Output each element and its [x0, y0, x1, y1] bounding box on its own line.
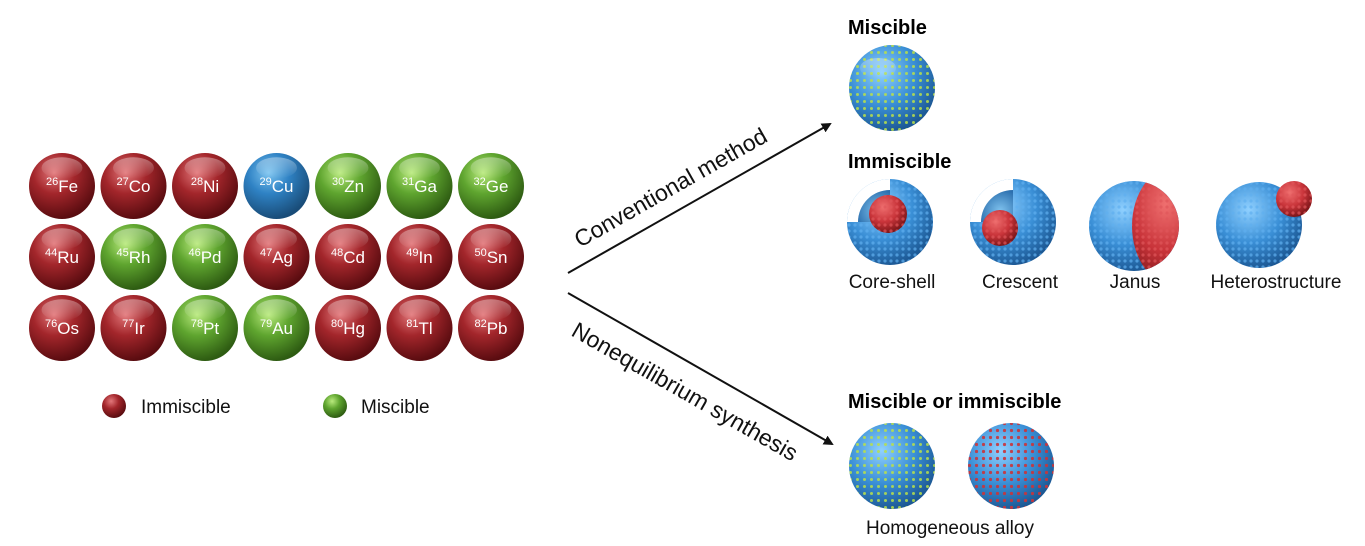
element-sphere-ir: 77Ir	[100, 295, 167, 361]
alloy-particle-immiscible	[968, 423, 1054, 509]
element-label-ga: 31Ga	[402, 176, 437, 196]
arrows: Conventional method Nonequilibrium synth…	[567, 122, 834, 466]
heading-miscible: Miscible	[848, 17, 927, 39]
element-sphere-zn: 30Zn	[315, 153, 381, 219]
legend-immiscible-swatch	[102, 394, 126, 418]
element-sphere-fe: 26Fe	[29, 153, 95, 219]
element-sphere-co: 27Co	[100, 153, 167, 219]
element-sphere-rh: 45Rh	[100, 224, 167, 290]
element-label-sn: 50Sn	[474, 247, 507, 267]
element-sphere-hg: 80Hg	[315, 295, 381, 361]
element-sphere-ge: 32Ge	[458, 153, 524, 219]
heading-immiscible: Immiscible	[848, 151, 951, 173]
caption-homogeneous-alloy: Homogeneous alloy	[866, 518, 1034, 539]
element-sphere-ni: 28Ni	[172, 153, 238, 219]
element-sphere-ga: 31Ga	[386, 153, 453, 219]
element-label-ru: 44Ru	[45, 247, 79, 267]
legend-miscible-swatch	[323, 394, 347, 418]
label-conventional-method: Conventional method	[570, 122, 772, 252]
caption-core-shell: Core-shell	[849, 272, 936, 293]
element-label-au: 79Au	[260, 318, 293, 338]
element-sphere-ru: 44Ru	[29, 224, 95, 290]
element-sphere-os: 76Os	[29, 295, 95, 361]
crescent-particle	[970, 179, 1056, 265]
element-label-hg: 80Hg	[331, 318, 365, 338]
legend-miscible-label: Miscible	[361, 397, 430, 418]
core-shell-particle	[847, 179, 933, 265]
caption-janus: Janus	[1110, 272, 1161, 293]
element-sphere-tl: 81Tl	[386, 295, 453, 361]
element-sphere-au: 79Au	[243, 295, 310, 361]
label-nonequilibrium-synthesis: Nonequilibrium synthesis	[568, 317, 803, 466]
element-label-pt: 78Pt	[191, 318, 220, 338]
element-label-pd: 46Pd	[188, 247, 221, 267]
element-label-ir: 77Ir	[122, 318, 145, 338]
element-sphere-pd: 46Pd	[172, 224, 238, 290]
arrow-conventional	[567, 123, 832, 274]
alloy-particle-miscible	[849, 423, 935, 509]
element-sphere-ag: 47Ag	[243, 224, 310, 290]
element-sphere-sn: 50Sn	[458, 224, 524, 290]
janus-particle	[1089, 181, 1179, 271]
element-label-rh: 45Rh	[117, 247, 151, 267]
element-label-co: 27Co	[117, 176, 151, 196]
element-sphere-cd: 48Cd	[315, 224, 381, 290]
element-label-in: 49In	[406, 247, 432, 267]
legend-immiscible-label: Immiscible	[141, 397, 231, 418]
element-label-zn: 30Zn	[332, 176, 364, 196]
heterostructure-particle	[1216, 181, 1312, 268]
element-sphere-in: 49In	[386, 224, 453, 290]
miscible-alloy-particle	[849, 45, 935, 131]
caption-heterostructure: Heterostructure	[1211, 272, 1342, 293]
legend: Immiscible Miscible	[102, 394, 430, 418]
element-grid: 26Fe 27Co 28Ni 29Cu 30Zn 31Ga 32Ge 44Ru 45Rh 46Pd…	[29, 153, 524, 361]
element-sphere-cu: 29Cu	[243, 153, 310, 219]
arrow-nonequilibrium	[567, 292, 834, 445]
element-label-fe: 26Fe	[46, 176, 78, 196]
structure-captions: Core-shell Crescent Janus Heterostructur…	[849, 272, 1342, 293]
element-label-pb: 82Pb	[474, 318, 507, 338]
heading-miscible-or-immiscible: Miscible or immiscible	[848, 391, 1061, 413]
element-label-os: 76Os	[45, 318, 79, 338]
element-label-ge: 32Ge	[474, 176, 509, 196]
element-sphere-pt: 78Pt	[172, 295, 238, 361]
element-label-tl: 81Tl	[406, 318, 432, 338]
element-label-cu: 29Cu	[260, 176, 294, 196]
element-label-ni: 28Ni	[191, 176, 219, 196]
element-sphere-pb: 82Pb	[458, 295, 524, 361]
element-label-ag: 47Ag	[260, 247, 293, 267]
caption-crescent: Crescent	[982, 272, 1059, 293]
element-label-cd: 48Cd	[331, 247, 365, 267]
